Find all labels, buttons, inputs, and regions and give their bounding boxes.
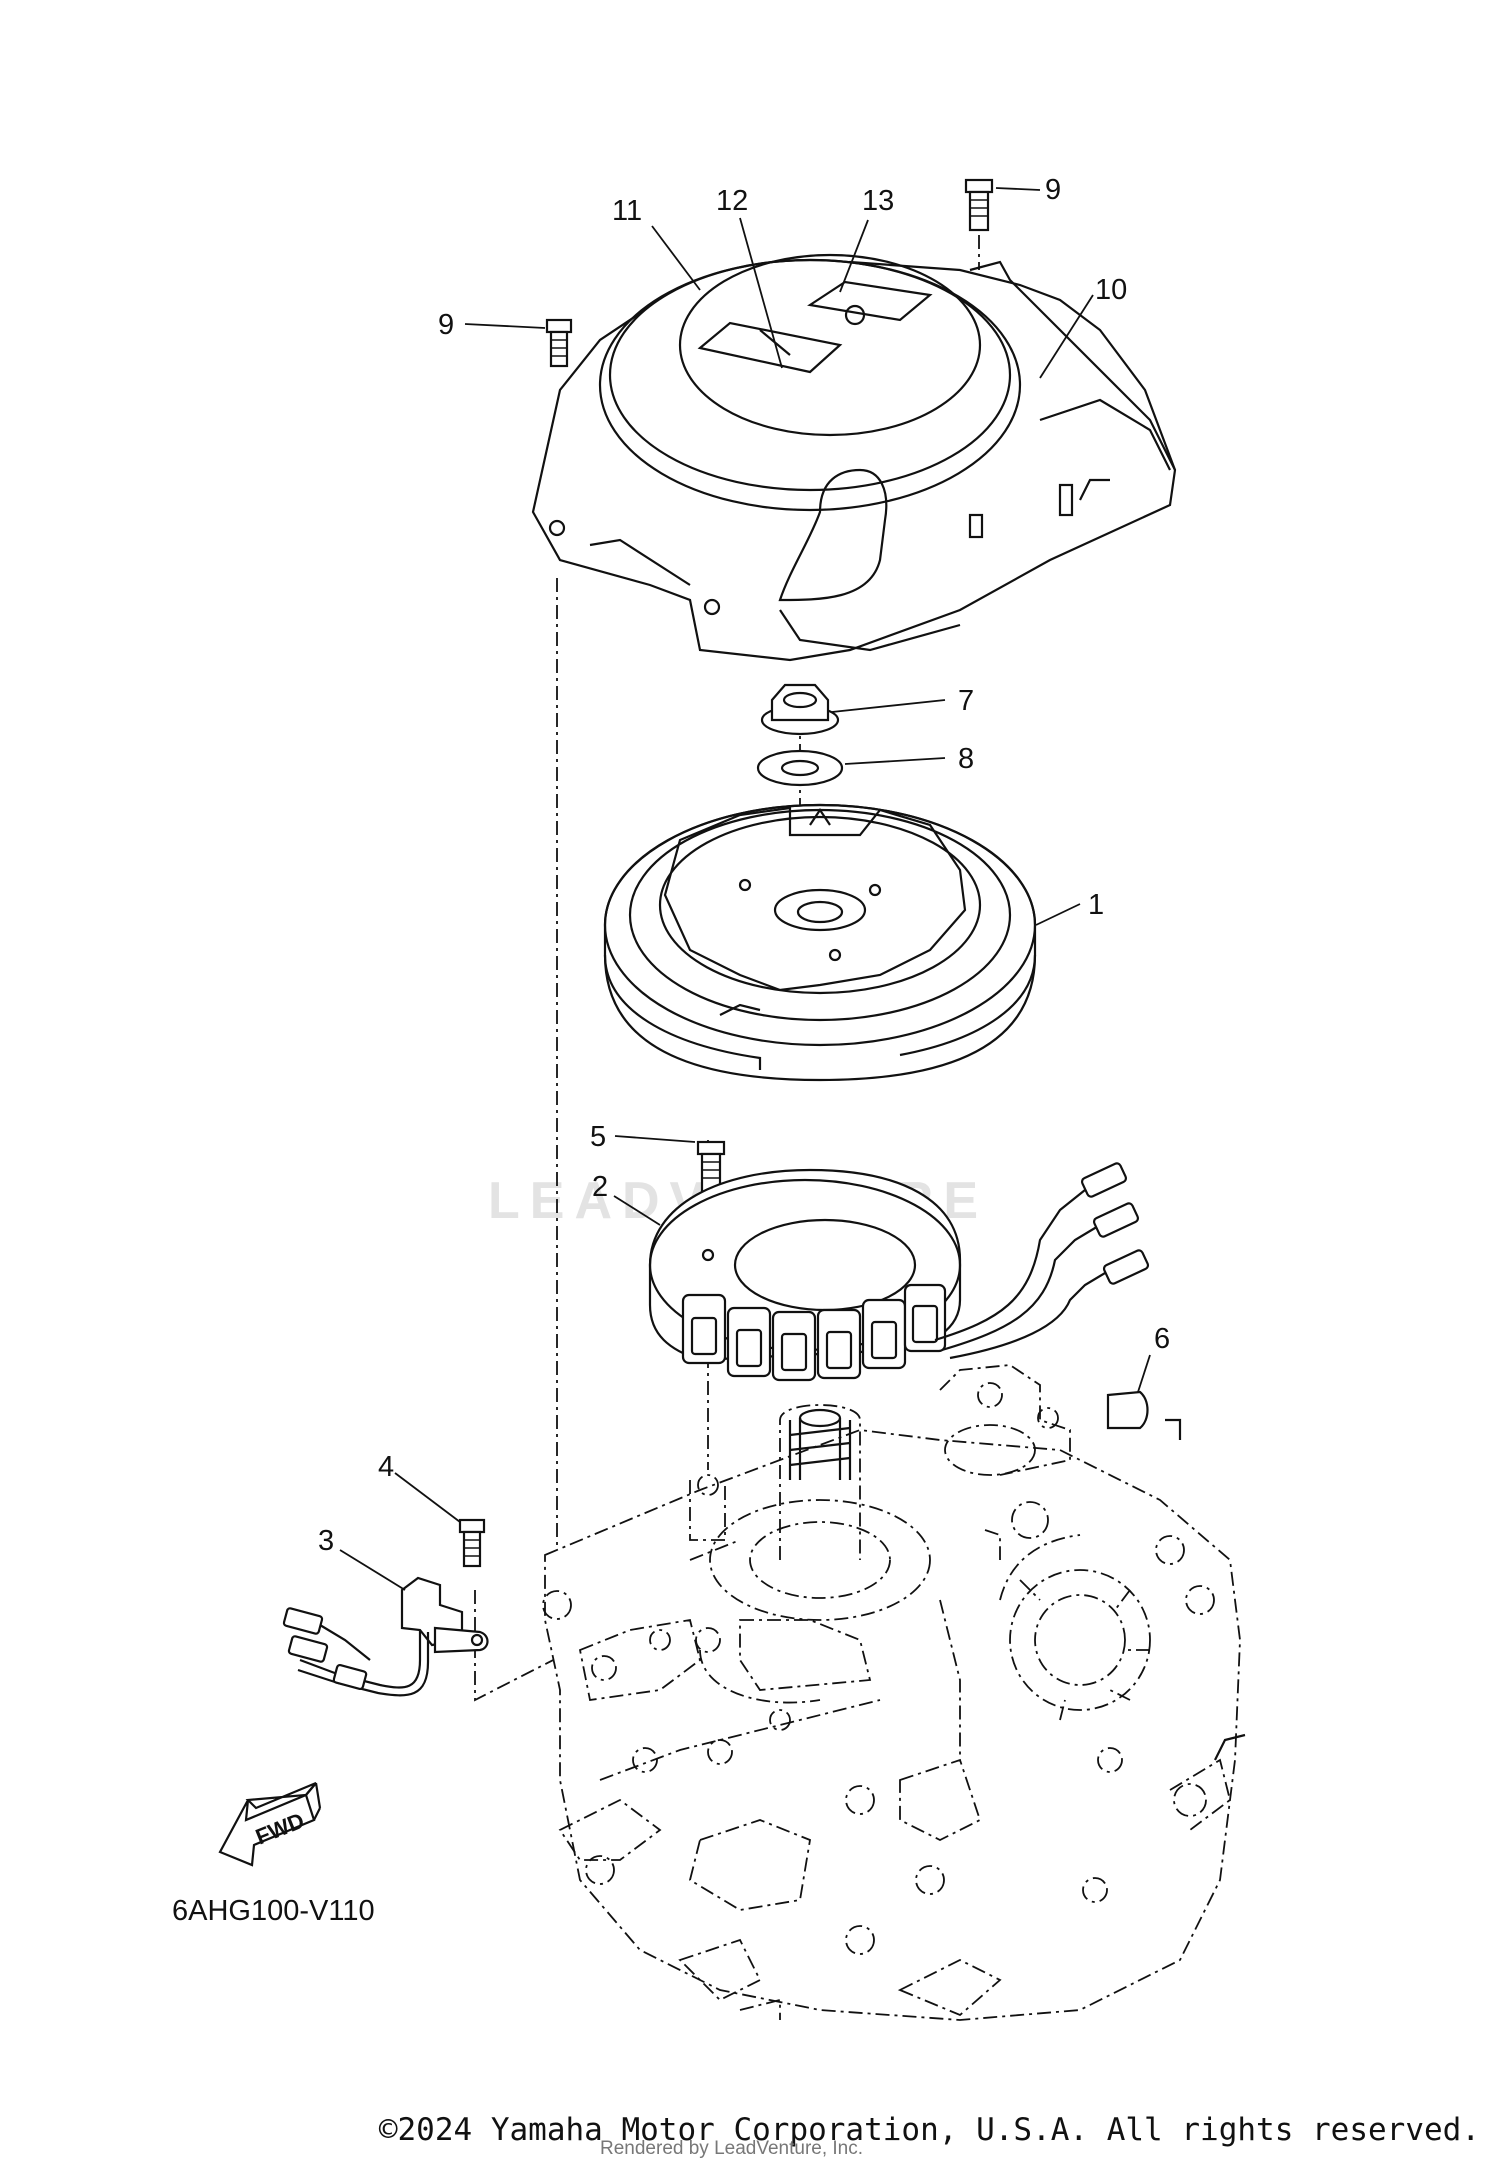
callout-7: 7 bbox=[958, 685, 974, 717]
callout-11: 11 bbox=[612, 195, 642, 227]
callout-10: 10 bbox=[1095, 274, 1127, 306]
callout-4: 4 bbox=[378, 1451, 394, 1483]
fwd-arrow-icon: FWD bbox=[218, 1781, 322, 1867]
callout-13: 13 bbox=[862, 185, 894, 217]
callout-1: 1 bbox=[1088, 889, 1104, 921]
callout-8: 8 bbox=[958, 743, 974, 775]
diagram-code: 6AHG100-V110 bbox=[172, 1895, 375, 1927]
rendered-by-notice: Rendered by LeadVenture, Inc. bbox=[600, 2138, 864, 2159]
stator-lead-wires bbox=[934, 1162, 1150, 1360]
flywheel-magneto bbox=[603, 803, 1037, 1082]
callout-12: 12 bbox=[716, 185, 748, 217]
callout-2: 2 bbox=[592, 1171, 608, 1203]
stator-coil bbox=[648, 1162, 1150, 1382]
callout-6: 6 bbox=[1154, 1323, 1170, 1355]
bolt-9-left bbox=[545, 318, 573, 368]
callout-3: 3 bbox=[318, 1525, 334, 1557]
copyright-notice: ©2024 Yamaha Motor Corporation, U.S.A. A… bbox=[378, 2112, 1480, 2148]
flywheel-nut bbox=[760, 683, 840, 736]
callout-labels: 11 12 13 9 9 10 7 8 1 5 2 6 4 3 bbox=[318, 174, 1170, 1557]
callout-9-right: 9 bbox=[1045, 174, 1061, 206]
flywheel-cover-assembly bbox=[531, 253, 1177, 662]
leader-lines bbox=[339, 187, 1151, 1591]
callout-5: 5 bbox=[590, 1121, 606, 1153]
stator-windings bbox=[681, 1283, 947, 1382]
flywheel-washer bbox=[756, 749, 844, 787]
bolt-9-right bbox=[964, 178, 994, 270]
woodruff-key bbox=[1106, 1390, 1149, 1430]
callout-9-left: 9 bbox=[438, 309, 454, 341]
stator-bolt bbox=[696, 1140, 726, 1194]
sensor-screw bbox=[458, 1518, 486, 1568]
sensor-assembly bbox=[282, 1576, 489, 1697]
crankcase-phantom bbox=[542, 1364, 1246, 2021]
